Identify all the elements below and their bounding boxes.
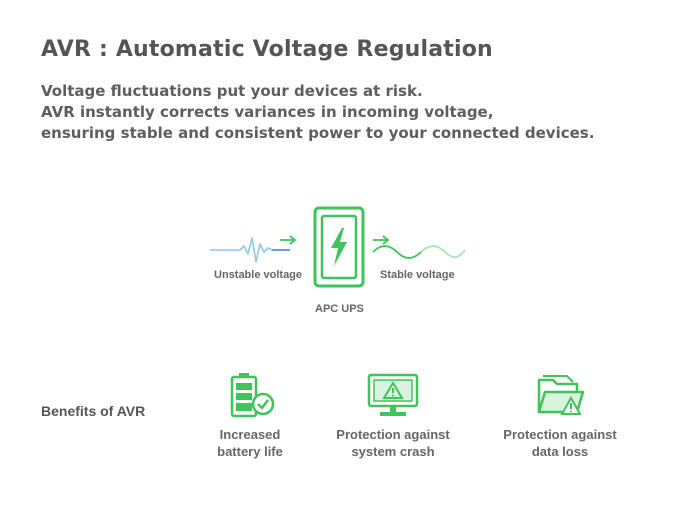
apc-ups-label: APC UPS bbox=[315, 303, 364, 315]
folder-warning-icon bbox=[537, 375, 585, 415]
page-title: AVR : Automatic Voltage Regulation bbox=[41, 37, 493, 62]
benefit-line: Protection against bbox=[336, 427, 450, 442]
benefits-heading: Benefits of AVR bbox=[41, 403, 146, 419]
arrow-right-icon bbox=[280, 235, 297, 245]
benefit-line: Protection against bbox=[503, 427, 617, 442]
benefit-label: Protection against data loss bbox=[495, 426, 625, 460]
description: Voltage fluctuations put your devices at… bbox=[41, 81, 594, 144]
monitor-warning-icon bbox=[367, 373, 419, 416]
benefit-line: battery life bbox=[217, 444, 283, 459]
unstable-voltage-label: Unstable voltage bbox=[214, 269, 303, 281]
battery-check-icon bbox=[230, 373, 275, 418]
avr-diagram: Unstable voltage Stable voltage APC UPS bbox=[200, 200, 480, 320]
stable-voltage-label: Stable voltage bbox=[380, 269, 455, 281]
benefit-battery: Increased battery life bbox=[198, 372, 302, 460]
arrow-right-icon bbox=[373, 235, 390, 245]
description-line: ensuring stable and consistent power to … bbox=[41, 124, 595, 142]
benefit-label: Protection against system crash bbox=[328, 426, 458, 460]
stable-wave-icon bbox=[372, 245, 466, 259]
unstable-wave-icon bbox=[210, 237, 290, 263]
description-line: Voltage fluctuations put your devices at… bbox=[41, 82, 423, 100]
description-line: AVR instantly corrects variances in inco… bbox=[41, 103, 494, 121]
benefit-line: system crash bbox=[351, 444, 435, 459]
benefit-system-crash: Protection against system crash bbox=[328, 372, 458, 460]
benefit-data-loss: Protection against data loss bbox=[495, 372, 625, 460]
ups-lightning-icon bbox=[313, 206, 365, 288]
benefit-line: Increased bbox=[219, 427, 281, 442]
benefit-line: data loss bbox=[531, 444, 589, 459]
benefit-label: Increased battery life bbox=[198, 426, 302, 460]
